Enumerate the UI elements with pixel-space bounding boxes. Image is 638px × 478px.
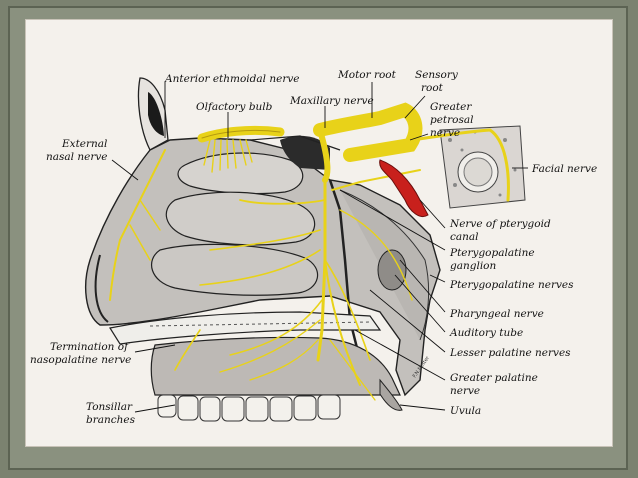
label-olfactory-bulb: Olfactory bulb xyxy=(196,101,273,113)
label-pharyngeal-nerve: Pharyngeal nerve xyxy=(449,308,544,320)
label-termination-nasopalatine-line1: Termination of xyxy=(50,341,130,353)
label-sensory-root-line1: Sensory xyxy=(415,69,459,81)
nasal-cavity-drawing xyxy=(85,77,526,422)
label-facial-nerve: Facial nerve xyxy=(531,163,597,175)
leader-lines xyxy=(111,82,528,413)
label-greater-palatine-line2: nerve xyxy=(450,385,480,397)
label-greater-petrosal-line1: Greater xyxy=(430,101,472,113)
label-anterior-ethmoidal-nerve: Anterior ethmoidal nerve xyxy=(164,73,300,85)
label-motor-root: Motor root xyxy=(337,69,397,81)
label-termination-nasopalatine-line2: nasopalatine nerve xyxy=(30,354,131,366)
labels: Anterior ethmoidal nerve Motor root Sens… xyxy=(30,69,597,426)
label-pterygoid-canal-line2: canal xyxy=(450,231,479,243)
label-greater-petrosal-line2: petrosal xyxy=(430,114,474,126)
label-external-nasal-line2: nasal nerve xyxy=(46,151,108,163)
label-pterygoid-canal-line1: Nerve of pterygoid xyxy=(449,218,551,230)
label-pterygopalatine-ganglion-line1: Pterygopalatine xyxy=(449,247,535,259)
label-lesser-palatine-nerves: Lesser palatine nerves xyxy=(449,347,571,359)
label-external-nasal-line1: External xyxy=(61,138,107,150)
label-tonsillar-line1: Tonsillar xyxy=(86,401,133,413)
label-uvula: Uvula xyxy=(450,405,481,417)
label-greater-palatine-line1: Greater palatine xyxy=(450,372,538,384)
label-maxillary-nerve: Maxillary nerve xyxy=(289,95,374,107)
label-sensory-root-line2: root xyxy=(421,82,444,94)
label-tonsillar-line2: branches xyxy=(86,414,136,426)
label-greater-petrosal-line3: nerve xyxy=(430,127,460,139)
label-pterygopalatine-nerves: Pterygopalatine nerves xyxy=(449,279,574,291)
artery-drawing xyxy=(379,159,429,217)
label-pterygopalatine-ganglion-line2: ganglion xyxy=(450,260,497,272)
label-auditory-tube: Auditory tube xyxy=(449,327,523,339)
